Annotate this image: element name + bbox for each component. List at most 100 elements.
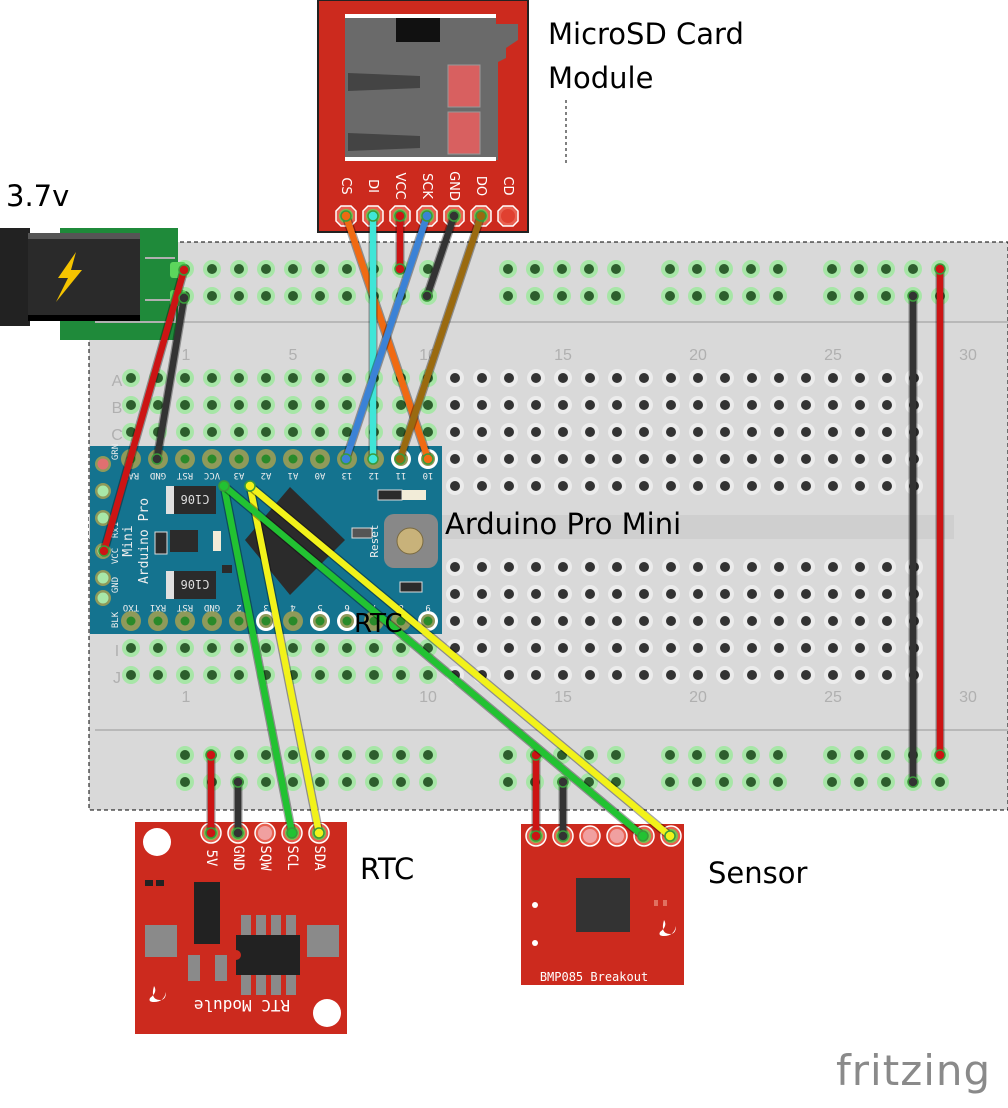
breadboard-hole[interactable] [500, 477, 518, 495]
breadboard-hole[interactable] [581, 450, 599, 468]
breadboard-hole[interactable] [122, 396, 140, 414]
power-rail-hole[interactable] [257, 287, 275, 305]
breadboard-hole[interactable] [797, 450, 815, 468]
power-rail-hole[interactable] [823, 746, 841, 764]
rtc-sda-wire-end[interactable] [313, 827, 325, 839]
breadboard-hole[interactable] [230, 639, 248, 657]
power-rail-hole[interactable] [715, 287, 733, 305]
arduino-pin-bottom[interactable] [148, 611, 168, 631]
power-rail-hole[interactable] [176, 773, 194, 791]
sensor-power-wire-end[interactable] [530, 830, 542, 842]
sensor-scl-wire-end[interactable] [637, 830, 649, 842]
sensor-scl-wire[interactable] [218, 480, 649, 842]
sensor-scl-wire-end[interactable] [218, 480, 230, 492]
breadboard-hole[interactable] [689, 369, 707, 387]
breadboard-hole[interactable] [689, 558, 707, 576]
sensor-power-wire[interactable] [530, 749, 542, 842]
power-rail-hole[interactable] [688, 260, 706, 278]
sd-gnd-wire[interactable] [421, 210, 460, 302]
breadboard-hole[interactable] [662, 612, 680, 630]
breadboard-hole[interactable] [878, 423, 896, 441]
breadboard-hole[interactable] [176, 423, 194, 441]
power-rail-hole[interactable] [931, 773, 949, 791]
power-rail-hole[interactable] [769, 746, 787, 764]
breadboard-hole[interactable] [743, 585, 761, 603]
power-rail-hole[interactable] [850, 746, 868, 764]
power-rail-hole[interactable] [284, 287, 302, 305]
breadboard-hole[interactable] [743, 423, 761, 441]
breadboard-hole[interactable] [716, 612, 734, 630]
battery-positive-wire[interactable] [98, 264, 190, 557]
breadboard-hole[interactable] [446, 477, 464, 495]
power-rail-hole[interactable] [499, 287, 517, 305]
breadboard-hole[interactable] [662, 585, 680, 603]
power-rail-hole[interactable] [688, 287, 706, 305]
breadboard-hole[interactable] [122, 639, 140, 657]
rtc-ground-wire-end[interactable] [232, 827, 244, 839]
breadboard-hole[interactable] [473, 423, 491, 441]
power-rail-hole[interactable] [338, 287, 356, 305]
breadboard-hole[interactable] [608, 558, 626, 576]
breadboard-hole[interactable] [662, 450, 680, 468]
power-rail-hole[interactable] [661, 746, 679, 764]
breadboard-hole[interactable] [824, 423, 842, 441]
breadboard-hole[interactable] [689, 585, 707, 603]
power-rail-hole[interactable] [203, 260, 221, 278]
breadboard-hole[interactable] [851, 423, 869, 441]
breadboard-hole[interactable] [743, 369, 761, 387]
arduino-pin-top[interactable] [256, 449, 276, 469]
sd-do-wire[interactable] [394, 210, 487, 465]
power-rail-hole[interactable] [742, 287, 760, 305]
power-rail-hole[interactable] [230, 260, 248, 278]
power-rail-hole[interactable] [176, 746, 194, 764]
breadboard-hole[interactable] [365, 666, 383, 684]
rail-power-wire-end[interactable] [934, 263, 946, 275]
breadboard-hole[interactable] [554, 639, 572, 657]
breadboard-hole[interactable] [554, 585, 572, 603]
arduino-pin-bottom[interactable] [337, 611, 357, 631]
sd-cs-wire-end[interactable] [422, 453, 434, 465]
power-rail-hole[interactable] [419, 773, 437, 791]
breadboard-hole[interactable] [635, 666, 653, 684]
breadboard-hole[interactable] [878, 396, 896, 414]
breadboard-hole[interactable] [392, 666, 410, 684]
breadboard-hole[interactable] [716, 639, 734, 657]
breadboard-hole[interactable] [230, 423, 248, 441]
breadboard-hole[interactable] [770, 612, 788, 630]
arduino-pin-bottom[interactable] [202, 611, 222, 631]
sd-di-wire[interactable] [367, 210, 379, 465]
power-rail-hole[interactable] [769, 773, 787, 791]
breadboard-hole[interactable] [446, 612, 464, 630]
breadboard-hole[interactable] [797, 666, 815, 684]
arduino-pin-top[interactable] [202, 449, 222, 469]
breadboard-hole[interactable] [851, 450, 869, 468]
breadboard-hole[interactable] [149, 666, 167, 684]
breadboard-hole[interactable] [446, 423, 464, 441]
battery-positive-wire-end[interactable] [98, 545, 110, 557]
breadboard-hole[interactable] [149, 639, 167, 657]
arduino-side-pin[interactable] [95, 590, 111, 606]
breadboard-hole[interactable] [527, 639, 545, 657]
breadboard-hole[interactable] [176, 396, 194, 414]
power-rail-hole[interactable] [715, 260, 733, 278]
breadboard-hole[interactable] [797, 369, 815, 387]
breadboard-hole[interactable] [635, 612, 653, 630]
breadboard-hole[interactable] [770, 639, 788, 657]
breadboard-hole[interactable] [608, 585, 626, 603]
sd-sck-wire-end[interactable] [421, 210, 433, 222]
sensor-sda-wire-end[interactable] [664, 830, 676, 842]
breadboard-hole[interactable] [581, 423, 599, 441]
breadboard-hole[interactable] [635, 639, 653, 657]
breadboard-hole[interactable] [770, 369, 788, 387]
breadboard-hole[interactable] [473, 396, 491, 414]
rtc-ground-wire[interactable] [232, 776, 244, 839]
arduino-pin-bottom[interactable] [175, 611, 195, 631]
breadboard-hole[interactable] [824, 477, 842, 495]
power-rail-hole[interactable] [688, 746, 706, 764]
breadboard-hole[interactable] [851, 666, 869, 684]
breadboard-hole[interactable] [662, 558, 680, 576]
arduino-side-pin[interactable] [95, 570, 111, 586]
breadboard-hole[interactable] [257, 639, 275, 657]
